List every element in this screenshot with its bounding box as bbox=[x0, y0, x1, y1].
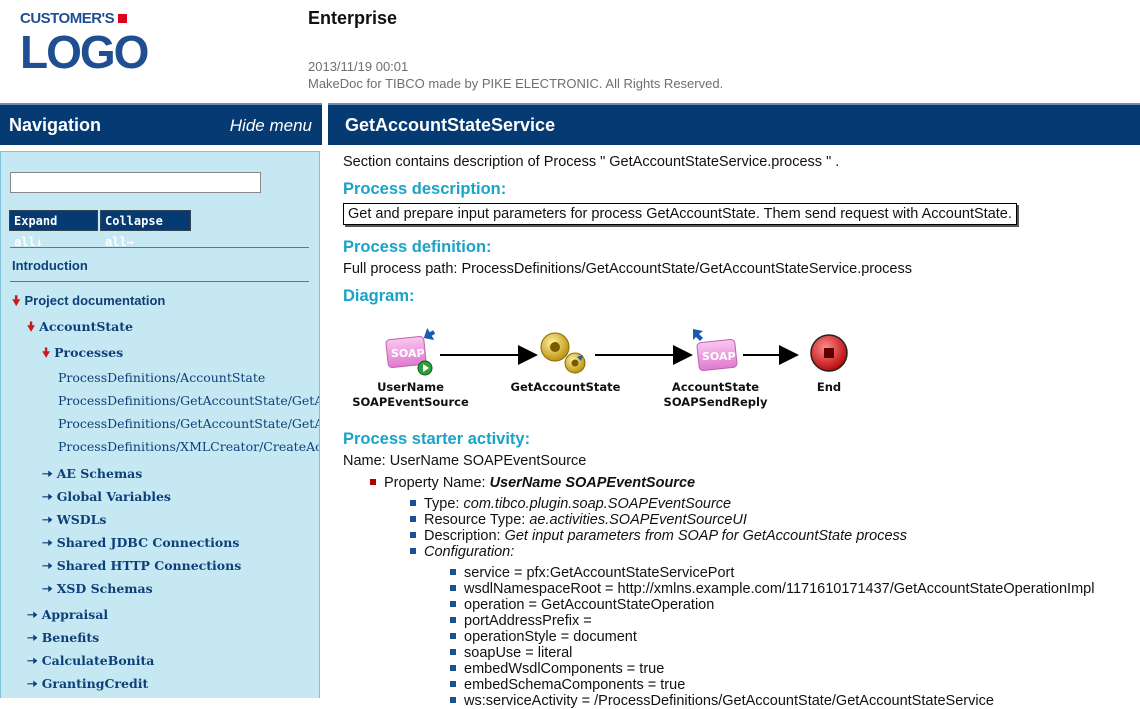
bullet-icon bbox=[410, 548, 416, 555]
node-label-end: End bbox=[816, 380, 842, 394]
navigation-title: Navigation bbox=[9, 115, 102, 135]
nav-search-input[interactable] bbox=[10, 172, 261, 193]
description-row: Description: Get input parameters from S… bbox=[410, 528, 907, 544]
expand-all-button[interactable]: Expand all↓ bbox=[9, 210, 98, 249]
node-label-getaccountstate: GetAccountState bbox=[510, 380, 621, 394]
nav-item-global-variables[interactable]: 🠢Global Variables bbox=[42, 489, 171, 504]
bullet-icon bbox=[450, 601, 456, 608]
nav-item-shared-http[interactable]: 🠢Shared HTTP Connections bbox=[42, 558, 242, 573]
arrow-right-icon: 🠢 bbox=[42, 535, 53, 550]
arrow-right-icon: 🠢 bbox=[42, 581, 53, 596]
process-definition-heading: Process definition: bbox=[343, 238, 492, 256]
nav-item-process[interactable]: ProcessDefinitions/AccountState bbox=[58, 370, 266, 385]
node-label-accountstate-soapsendreply: AccountState SOAPSendReply bbox=[663, 380, 768, 409]
process-starter-heading: Process starter activity: bbox=[343, 430, 531, 448]
node-label-username-soapeventsource: UserName SOAPEventSource bbox=[352, 380, 469, 409]
configuration-row: Configuration: bbox=[410, 544, 514, 560]
nav-separator bbox=[10, 247, 309, 248]
bullet-icon bbox=[450, 617, 456, 624]
nav-item-appraisal[interactable]: 🠢Appraisal bbox=[27, 607, 109, 622]
soap-event-source-icon[interactable]: SOAP bbox=[385, 326, 438, 376]
bullet-icon bbox=[450, 665, 456, 672]
config-item: wsdlNamespaceRoot = http://xmlns.example… bbox=[450, 581, 1094, 597]
arrow-down-icon: 🠟 bbox=[27, 319, 36, 334]
intro-text: Section contains description of Process … bbox=[343, 154, 840, 170]
config-item: operation = GetAccountStateOperation bbox=[450, 597, 714, 613]
bullet-icon bbox=[450, 633, 456, 640]
content-header: GetAccountStateService bbox=[328, 103, 1140, 145]
nav-item-benefits[interactable]: 🠢Benefits bbox=[27, 630, 100, 645]
config-item: soapUse = literal bbox=[450, 645, 572, 661]
bullet-icon bbox=[410, 532, 416, 539]
generated-date: 2013/11/19 00:01 bbox=[308, 59, 409, 74]
bullet-icon bbox=[370, 479, 376, 486]
arrow-right-icon: 🠢 bbox=[27, 630, 38, 645]
nav-item-process[interactable]: ProcessDefinitions/GetAccountState/GetAc… bbox=[58, 393, 319, 408]
arrow-right-icon: 🠢 bbox=[42, 489, 53, 504]
nav-item-grantingcredit[interactable]: 🠢GrantingCredit bbox=[27, 676, 149, 691]
arrow-right-icon: 🠢 bbox=[27, 676, 38, 691]
hide-menu-link[interactable]: Hide menu bbox=[229, 116, 312, 135]
bullet-icon bbox=[450, 649, 456, 656]
property-row: Property Name: UserName SOAPEventSource bbox=[370, 475, 695, 491]
bullet-icon bbox=[450, 585, 456, 592]
config-item: operationStyle = document bbox=[450, 629, 637, 645]
arrow-right-icon: 🠢 bbox=[27, 653, 38, 668]
arrow-down-icon: 🠟 bbox=[12, 293, 21, 308]
process-description-box: Get and prepare input parameters for pro… bbox=[343, 203, 1017, 225]
nav-item-wsdls[interactable]: 🠢WSDLs bbox=[42, 512, 107, 527]
resource-type-row: Resource Type: ae.activities.SOAPEventSo… bbox=[410, 512, 747, 528]
bullet-icon bbox=[410, 500, 416, 507]
arrow-down-icon: 🠟 bbox=[42, 345, 51, 360]
customer-logo: CUSTOMER'S LOGO bbox=[20, 10, 149, 78]
logo-small-text: CUSTOMER'S bbox=[20, 10, 115, 27]
starter-name-text: Name: UserName SOAPEventSource bbox=[343, 453, 587, 469]
process-description-heading: Process description: bbox=[343, 180, 507, 198]
nav-item-shared-jdbc[interactable]: 🠢Shared JDBC Connections bbox=[42, 535, 240, 550]
diagram-canvas: SOAP SOAP bbox=[385, 326, 848, 376]
nav-item-introduction[interactable]: Introduction bbox=[12, 258, 88, 273]
nav-item-ae-schemas[interactable]: 🠢AE Schemas bbox=[42, 466, 143, 481]
type-row: Type: com.tibco.plugin.soap.SOAPEventSou… bbox=[410, 496, 731, 512]
soap-label: SOAP bbox=[702, 350, 736, 363]
bullet-icon bbox=[410, 516, 416, 523]
bullet-icon bbox=[450, 697, 456, 704]
navigation-header: Navigation Hide menu bbox=[0, 103, 322, 145]
bullet-icon bbox=[450, 569, 456, 576]
nav-item-process[interactable]: ProcessDefinitions/GetAccountState/GetAc… bbox=[58, 416, 319, 431]
navigation-panel[interactable]: Expand all↓ Collapse all→ Introduction 🠟… bbox=[0, 151, 320, 698]
config-item: portAddressPrefix = bbox=[450, 613, 592, 629]
config-item: ws:serviceActivity = /ProcessDefinitions… bbox=[450, 693, 994, 709]
collapse-all-button[interactable]: Collapse all→ bbox=[100, 210, 191, 249]
nav-item-processes[interactable]: 🠟Processes bbox=[42, 345, 124, 360]
end-stop-icon[interactable] bbox=[810, 334, 848, 372]
nav-item-calculatebonita[interactable]: 🠢CalculateBonita bbox=[27, 653, 155, 668]
arrow-right-icon: 🠢 bbox=[27, 607, 38, 622]
arrow-right-icon: 🠢 bbox=[42, 558, 53, 573]
process-path-text: Full process path: ProcessDefinitions/Ge… bbox=[343, 261, 912, 277]
page-title: Enterprise bbox=[308, 8, 398, 28]
property-value: UserName SOAPEventSource bbox=[489, 475, 696, 491]
diagram-heading: Diagram: bbox=[343, 287, 415, 305]
nav-item-xsd-schemas[interactable]: 🠢XSD Schemas bbox=[42, 581, 153, 596]
soap-send-reply-icon[interactable]: SOAP bbox=[693, 329, 738, 372]
config-item: service = pfx:GetAccountStateServicePort bbox=[450, 565, 734, 581]
nav-item-process[interactable]: ProcessDefinitions/XMLCreator/CreateAcco… bbox=[58, 439, 320, 454]
gears-icon[interactable] bbox=[540, 332, 586, 374]
copyright-text: MakeDoc for TIBCO made by PIKE ELECTRONI… bbox=[308, 76, 724, 91]
nav-item-accountstate[interactable]: 🠟AccountState bbox=[27, 319, 133, 334]
section-title: GetAccountStateService bbox=[345, 115, 556, 135]
arrow-right-icon: 🠢 bbox=[42, 466, 53, 481]
config-item: embedSchemaComponents = true bbox=[450, 677, 685, 693]
bullet-icon bbox=[450, 681, 456, 688]
arrow-right-icon: 🠢 bbox=[42, 512, 53, 527]
config-item: embedWsdlComponents = true bbox=[450, 661, 664, 677]
nav-item-project-documentation[interactable]: 🠟Project documentation bbox=[12, 293, 166, 308]
soap-label: SOAP bbox=[391, 347, 425, 360]
nav-separator bbox=[10, 281, 309, 282]
logo-big-text: LOGO bbox=[20, 26, 149, 78]
header-meta: 2013/11/19 00:01 MakeDoc for TIBCO made … bbox=[308, 58, 723, 92]
process-diagram: SOAP SOAP bbox=[343, 325, 863, 415]
logo-square-icon bbox=[118, 14, 128, 23]
